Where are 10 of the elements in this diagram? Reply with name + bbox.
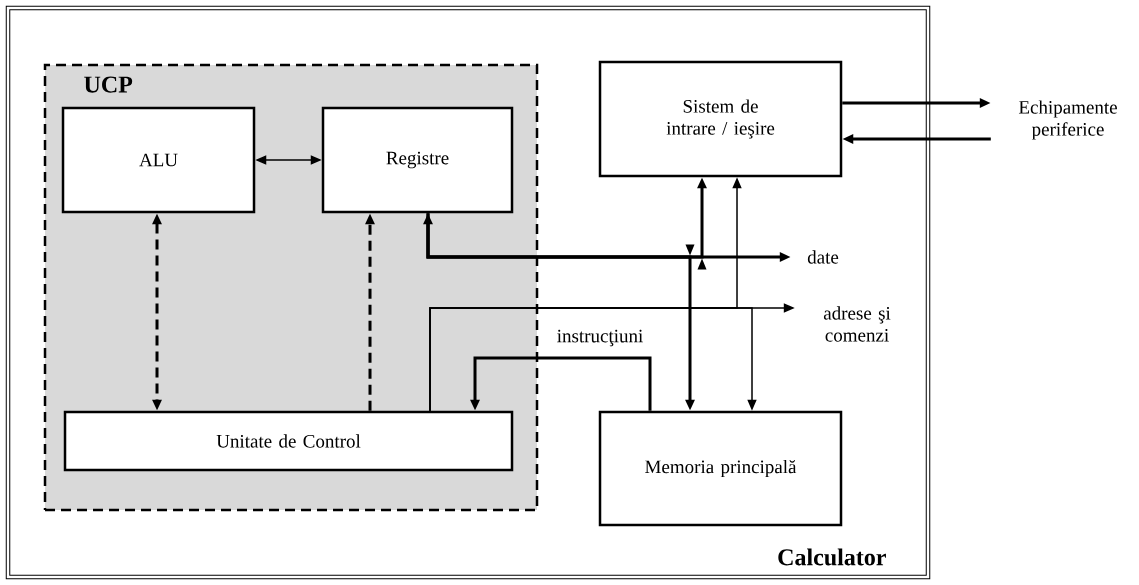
- process-box: ALU: [61, 106, 256, 214]
- bus-label: adrese şi comenzi: [823, 306, 891, 342]
- device-label: Echipamente periferice: [1018, 100, 1117, 140]
- bus-label: date: [807, 250, 839, 264]
- process-box: Registre: [321, 106, 514, 214]
- process-box: Sistem de intrare / ieşire: [598, 60, 843, 178]
- arrow: [470, 356, 652, 411]
- process-box: Unitate de Control: [63, 410, 514, 472]
- process-box: Memoria principală: [598, 410, 843, 527]
- edge-label: instrucţiuni: [555, 328, 645, 348]
